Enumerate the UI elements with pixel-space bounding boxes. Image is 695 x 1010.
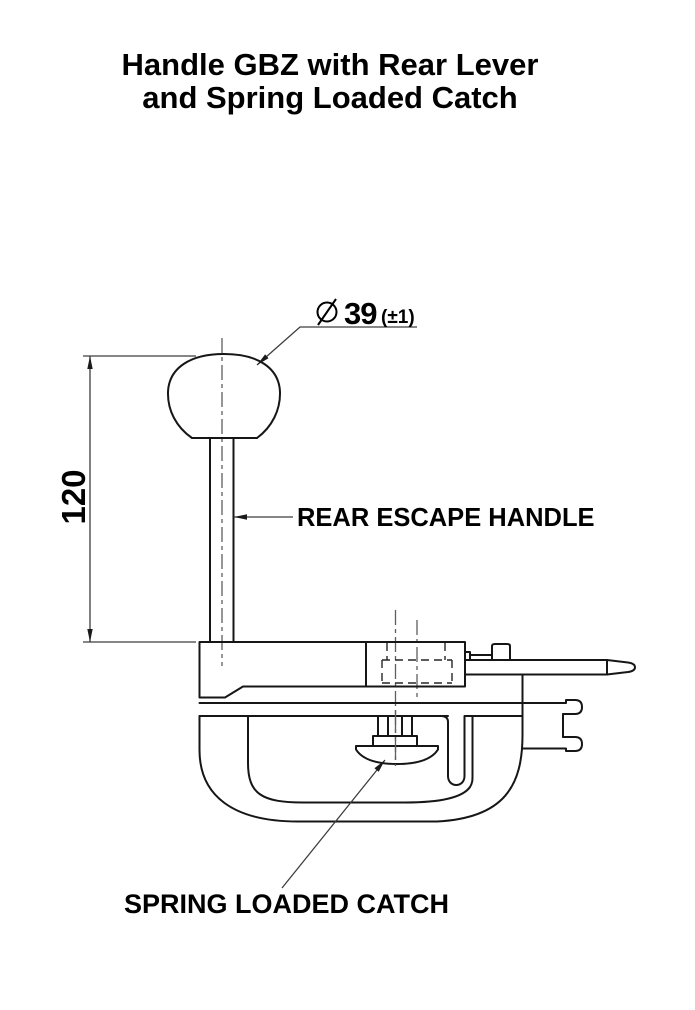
rear-lever-arm	[464, 643, 636, 676]
rear-handle-leader: REAR ESCAPE HANDLE	[234, 504, 595, 532]
diameter-callout: 39 (±1)	[256, 296, 417, 366]
hidden-pocket-lines	[381, 643, 453, 684]
spring-loaded-catch	[355, 710, 439, 766]
dim-120-text: 120	[55, 469, 92, 524]
dim-arrow-up	[87, 356, 93, 369]
release-fork	[521, 699, 583, 752]
diameter-leader-arrow	[257, 354, 269, 365]
catch-leader: SPRING LOADED CATCH	[124, 759, 449, 919]
body-block	[198, 641, 466, 699]
centerlines	[221, 338, 418, 766]
ball-knob	[166, 353, 282, 439]
dimension-120: 120	[55, 355, 196, 643]
drawing-title-line-2: and Spring Loaded Catch	[142, 80, 517, 115]
mounting-band	[198, 702, 524, 717]
rear-handle-label: REAR ESCAPE HANDLE	[297, 504, 595, 532]
dim-arrow-down	[87, 629, 93, 642]
drawing-title-line-1: Handle GBZ with Rear Lever	[122, 47, 539, 82]
handle-shaft	[209, 437, 235, 643]
diameter-symbol-icon	[316, 298, 338, 326]
guard-loop	[198, 673, 524, 823]
diameter-value-text: 39	[344, 296, 377, 331]
diameter-tolerance-text: (±1)	[381, 307, 415, 328]
catch-leader-arrow	[374, 760, 385, 772]
rear-handle-leader-arrow	[234, 514, 247, 520]
spring-catch-label: SPRING LOADED CATCH	[124, 889, 449, 919]
